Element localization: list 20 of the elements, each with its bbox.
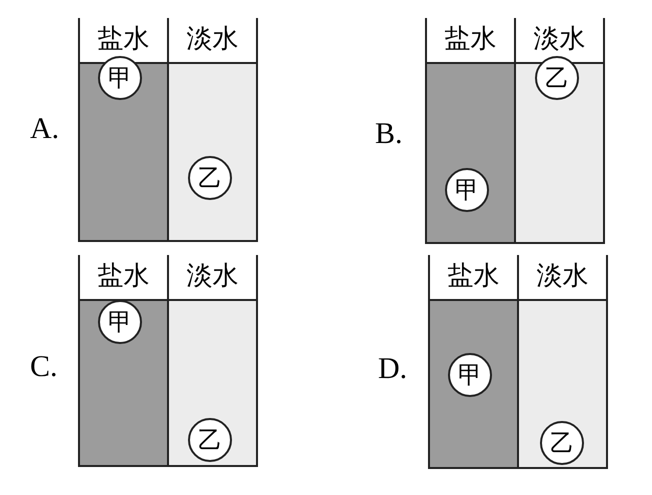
- container-column: [517, 255, 608, 469]
- container-column: [78, 255, 169, 467]
- container-column: [428, 255, 519, 469]
- column-heading: 盐水: [446, 260, 500, 292]
- column-heading: 淡水: [186, 260, 240, 292]
- column-heading: 盐水: [444, 23, 498, 55]
- column-heading: 淡水: [186, 23, 240, 55]
- container-column: [167, 18, 258, 242]
- option-letter: D.: [378, 352, 408, 386]
- container-column: [425, 18, 516, 244]
- option-letter: B.: [375, 117, 403, 151]
- container-column: [167, 255, 258, 467]
- container-column: [514, 18, 605, 244]
- option-letter: A.: [30, 112, 60, 146]
- option-letter: C.: [30, 350, 58, 384]
- column-heading: 淡水: [532, 23, 586, 55]
- column-heading: 盐水: [96, 23, 150, 55]
- container-column: [78, 18, 169, 242]
- column-heading: 淡水: [536, 260, 590, 292]
- column-heading: 盐水: [96, 260, 150, 292]
